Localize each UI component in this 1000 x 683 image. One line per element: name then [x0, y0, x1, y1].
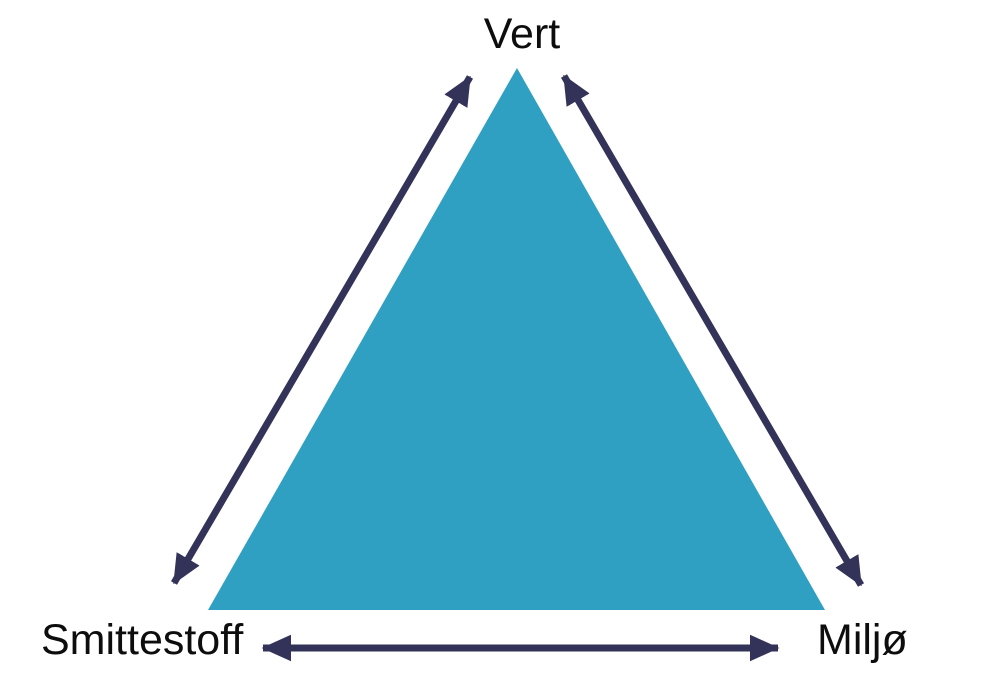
- vert-miljo-double-arrow-icon: [560, 74, 865, 587]
- triangle-shape: [208, 68, 825, 610]
- vert-smittestoff-double-arrow-icon: [170, 75, 474, 585]
- vertex-label-miljo: Miljø: [817, 616, 908, 664]
- vertex-label-smittestoff: Smittestoff: [41, 616, 244, 664]
- vertex-label-vert: Vert: [483, 10, 561, 58]
